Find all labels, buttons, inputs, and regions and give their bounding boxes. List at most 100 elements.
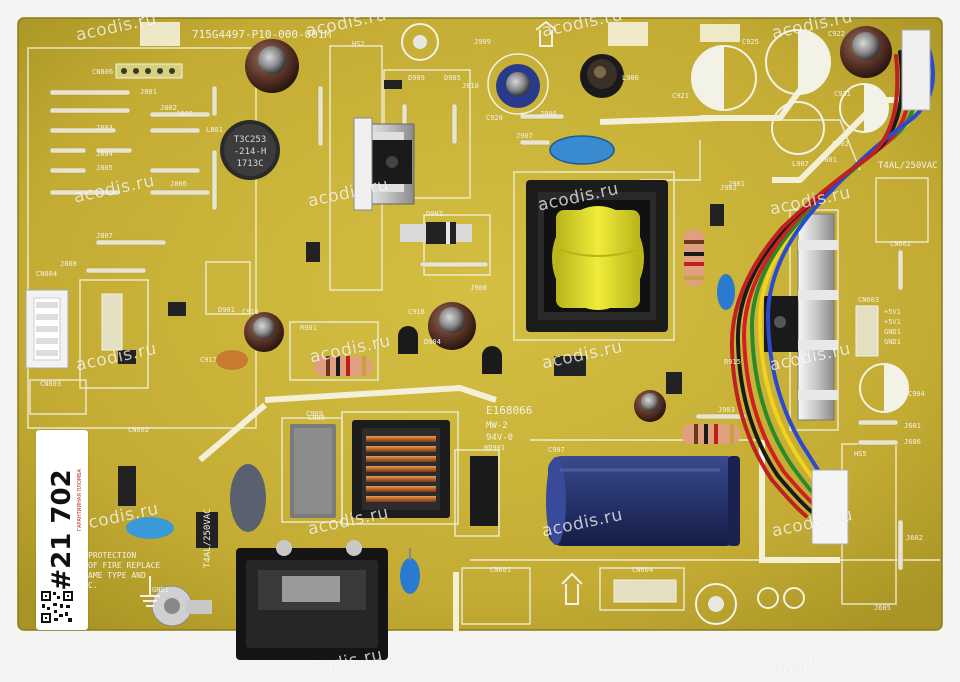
svg-text:J605: J605 (874, 604, 891, 612)
connector-cn805 (101, 293, 123, 351)
svg-text:D905: D905 (444, 74, 461, 82)
resistor (314, 356, 372, 376)
svg-text:C904: C904 (908, 390, 925, 398)
y-capacitor (549, 135, 615, 165)
svg-text:+5V1: +5V1 (884, 308, 901, 316)
inductor-l906 (580, 54, 624, 98)
common-mode-choke (352, 420, 450, 518)
svg-text:AME TYPE AND: AME TYPE AND (88, 571, 146, 580)
svg-text:J805: J805 (96, 164, 113, 172)
svg-text:J902: J902 (720, 184, 737, 192)
svg-text:J802: J802 (160, 104, 177, 112)
svg-text:715G4497-P10-000-001M: 715G4497-P10-000-001M (192, 28, 331, 41)
svg-text:J807: J807 (96, 232, 113, 240)
svg-text:C917: C917 (200, 356, 217, 364)
svg-text:F902: F902 (832, 140, 849, 148)
svg-text:HS2: HS2 (352, 40, 365, 48)
svg-text:J806: J806 (170, 180, 187, 188)
svg-text:PROTECTION: PROTECTION (88, 551, 136, 560)
electrolytic-capacitor (244, 312, 284, 352)
svg-text:J908: J908 (470, 284, 487, 292)
svg-text:1713C: 1713C (236, 159, 263, 169)
svg-text:CN603: CN603 (858, 296, 879, 304)
y-capacitor (717, 274, 735, 310)
varistor (230, 464, 266, 532)
svg-text:J901: J901 (728, 180, 745, 188)
y-capacitor (400, 558, 420, 594)
keepout-areas (140, 22, 740, 46)
svg-text:OF FIRE REPLACE: OF FIRE REPLACE (88, 561, 160, 570)
isolation-slot (759, 440, 840, 563)
mounting-hole (401, 23, 439, 61)
svg-text:F801: F801 (820, 156, 837, 164)
svg-text:C920: C920 (486, 114, 503, 122)
bridge-rectifier-bd901 (470, 456, 498, 526)
svg-text:CN803: CN803 (40, 380, 61, 388)
svg-text:D909: D909 (408, 74, 425, 82)
svg-text:J907: J907 (516, 132, 533, 140)
capacitor (216, 350, 248, 370)
wire-harness (729, 34, 935, 518)
resistor (682, 424, 740, 444)
svg-text:C918: C918 (408, 308, 425, 316)
svg-text:D604: D604 (424, 338, 441, 346)
svg-text:D902: D902 (426, 210, 443, 218)
svg-text:L801: L801 (206, 126, 223, 134)
connector-cn804 (25, 289, 69, 369)
ac-input-socket (236, 540, 388, 660)
svg-text:J602: J602 (906, 534, 923, 542)
electrolytic-capacitor (634, 390, 666, 422)
transformer-t901 (526, 180, 668, 332)
connector-cn902 (901, 29, 931, 111)
resistor-r915 (684, 230, 704, 286)
svg-text:R901: R901 (300, 324, 317, 332)
svg-text:J903: J903 (718, 406, 735, 414)
svg-text:J801: J801 (140, 88, 157, 96)
svg-text:C907: C907 (548, 446, 565, 454)
svg-text:J810: J810 (462, 82, 479, 90)
fuse (196, 512, 218, 548)
connector-cn601 (811, 469, 849, 545)
connector-cn603 (855, 305, 879, 357)
transistors (398, 326, 586, 376)
svg-text:J808: J808 (60, 260, 77, 268)
svg-text:CN804: CN804 (36, 270, 57, 278)
mosfet-heatsink (353, 117, 415, 211)
svg-text:BD901: BD901 (484, 444, 505, 452)
svg-text:CN604: CN604 (632, 566, 653, 574)
svg-text:MW-2: MW-2 (486, 421, 508, 431)
svg-text:J804: J804 (96, 150, 113, 158)
svg-text:GND1: GND1 (884, 338, 901, 346)
warranty-sticker: #21 702 ГАРАНТИЙНАЯ ПЛОМБА (36, 430, 88, 630)
svg-text:J906: J906 (540, 110, 557, 118)
electrolytic-capacitor-c806 (245, 39, 299, 93)
svg-text:C922: C922 (828, 30, 845, 38)
ground-lug (151, 585, 212, 627)
qr-code-icon (40, 590, 74, 624)
svg-text:C909: C909 (306, 410, 323, 418)
svg-text:C.: C. (88, 581, 98, 590)
svg-text:94V-0: 94V-0 (486, 433, 513, 443)
svg-text:T3C253: T3C253 (234, 135, 267, 145)
svg-text:E168066: E168066 (486, 404, 532, 417)
svg-text:C931: C931 (834, 90, 851, 98)
bulk-capacitor-c907 (546, 456, 740, 546)
connector-cn604 (613, 579, 677, 603)
svg-text:J909: J909 (474, 38, 491, 46)
svg-text:CN806: CN806 (92, 68, 113, 76)
output-heatsink (764, 213, 838, 421)
svg-text:GND1: GND1 (152, 586, 169, 594)
svg-text:-214-H: -214-H (234, 147, 267, 157)
electrolytic-capacitor (428, 302, 476, 350)
diode (400, 222, 472, 244)
svg-text:C916: C916 (242, 308, 259, 316)
silkscreen-symbols (140, 20, 805, 609)
small-diodes (118, 80, 724, 506)
svg-text:L907: L907 (792, 160, 809, 168)
svg-text:D901: D901 (218, 306, 235, 314)
svg-text:+5V1: +5V1 (884, 318, 901, 326)
svg-text:R915: R915 (724, 358, 741, 366)
svg-text:CN802: CN802 (128, 426, 149, 434)
choke-l801: T3C253 -214-H 1713C (220, 120, 280, 180)
